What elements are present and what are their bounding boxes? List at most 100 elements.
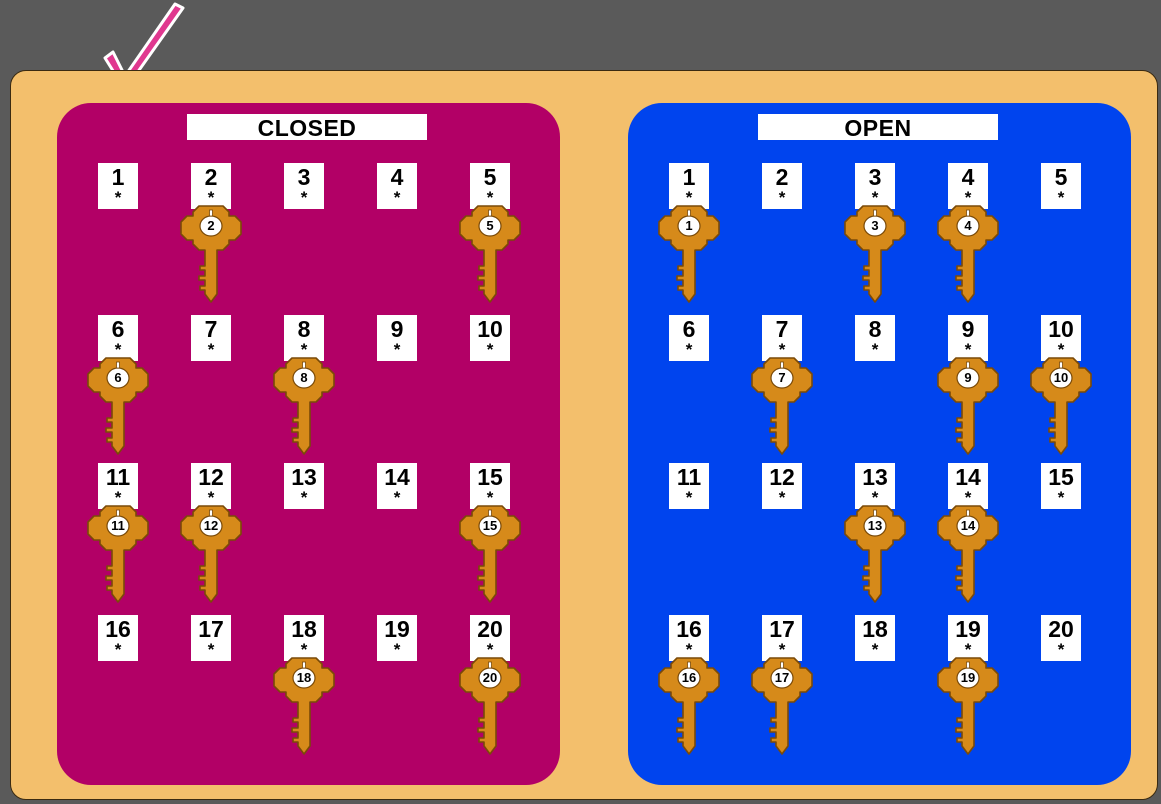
hook-marker: * bbox=[191, 344, 231, 356]
hook-marker: * bbox=[1041, 644, 1081, 656]
hook-marker: * bbox=[855, 344, 895, 356]
key-icon[interactable]: 15 bbox=[458, 504, 522, 604]
key-icon[interactable]: 11 bbox=[86, 504, 150, 604]
hook-number: 6 bbox=[669, 315, 709, 342]
key-icon[interactable]: 1 bbox=[657, 204, 721, 304]
hook-4[interactable]: 4* bbox=[948, 163, 988, 209]
hook-7[interactable]: 7* bbox=[191, 315, 231, 361]
hook-number: 19 bbox=[377, 615, 417, 642]
hook-8[interactable]: 8* bbox=[284, 315, 324, 361]
hook-17[interactable]: 17* bbox=[191, 615, 231, 661]
key-icon[interactable]: 4 bbox=[936, 204, 1000, 304]
key-number: 14 bbox=[936, 519, 1000, 533]
hook-20[interactable]: 20 * bbox=[1041, 615, 1081, 661]
hook-marker: * bbox=[948, 192, 988, 204]
key-icon[interactable]: 19 bbox=[936, 656, 1000, 756]
hook-9[interactable]: 9* bbox=[377, 315, 417, 361]
hook-18[interactable]: 18* bbox=[855, 615, 895, 661]
hook-marker: * bbox=[377, 492, 417, 504]
key-icon[interactable]: 20 bbox=[458, 656, 522, 756]
hook-2[interactable]: 2* bbox=[762, 163, 802, 209]
hook-5[interactable]: 5* bbox=[1041, 163, 1081, 209]
hook-8[interactable]: 8* bbox=[855, 315, 895, 361]
hook-7[interactable]: 7* bbox=[762, 315, 802, 361]
hook-9[interactable]: 9* bbox=[948, 315, 988, 361]
key-number: 15 bbox=[458, 519, 522, 533]
hook-3[interactable]: 3* bbox=[855, 163, 895, 209]
hook-15[interactable]: 15* bbox=[1041, 463, 1081, 509]
hook-number: 20 bbox=[1041, 615, 1081, 642]
key-icon[interactable]: 17 bbox=[750, 656, 814, 756]
hook-10[interactable]: 10 * bbox=[470, 315, 510, 361]
hook-12[interactable]: 12* bbox=[191, 463, 231, 509]
hook-2[interactable]: 2* bbox=[191, 163, 231, 209]
key-icon[interactable]: 8 bbox=[272, 356, 336, 456]
hook-19[interactable]: 19* bbox=[377, 615, 417, 661]
hook-17[interactable]: 17* bbox=[762, 615, 802, 661]
hook-10[interactable]: 10* bbox=[1041, 315, 1081, 361]
hook-marker: * bbox=[1041, 492, 1081, 504]
hook-number: 4 bbox=[377, 163, 417, 190]
hook-number: 14 bbox=[948, 463, 988, 490]
key-icon[interactable]: 2 bbox=[179, 204, 243, 304]
key-icon[interactable]: 3 bbox=[843, 204, 907, 304]
key-icon[interactable]: 5 bbox=[458, 204, 522, 304]
hook-number: 19 bbox=[948, 615, 988, 642]
hook-11[interactable]: 11* bbox=[669, 463, 709, 509]
hook-1[interactable]: 1* bbox=[98, 163, 138, 209]
key-number: 4 bbox=[936, 219, 1000, 233]
key-icon[interactable]: 18 bbox=[272, 656, 336, 756]
hook-15[interactable]: 15* bbox=[470, 463, 510, 509]
key-icon[interactable]: 6 bbox=[86, 356, 150, 456]
hook-marker: * bbox=[98, 344, 138, 356]
hook-number: 15 bbox=[470, 463, 510, 490]
key-icon[interactable]: 13 bbox=[843, 504, 907, 604]
hook-13[interactable]: 13* bbox=[855, 463, 895, 509]
key-number: 17 bbox=[750, 671, 814, 685]
hook-6[interactable]: 6* bbox=[669, 315, 709, 361]
hook-number: 16 bbox=[669, 615, 709, 642]
hook-12[interactable]: 12* bbox=[762, 463, 802, 509]
key-icon[interactable]: 10 bbox=[1029, 356, 1093, 456]
hook-13[interactable]: 13* bbox=[284, 463, 324, 509]
key-number: 18 bbox=[272, 671, 336, 685]
hook-3[interactable]: 3* bbox=[284, 163, 324, 209]
hook-11[interactable]: 11* bbox=[98, 463, 138, 509]
hook-number: 3 bbox=[855, 163, 895, 190]
key-icon[interactable]: 9 bbox=[936, 356, 1000, 456]
key-icon[interactable]: 7 bbox=[750, 356, 814, 456]
hook-6[interactable]: 6* bbox=[98, 315, 138, 361]
hook-20[interactable]: 20* bbox=[470, 615, 510, 661]
hook-4[interactable]: 4* bbox=[377, 163, 417, 209]
hook-number: 17 bbox=[191, 615, 231, 642]
key-number: 12 bbox=[179, 519, 243, 533]
key-icon[interactable]: 14 bbox=[936, 504, 1000, 604]
hook-5[interactable]: 5* bbox=[470, 163, 510, 209]
hook-number: 11 bbox=[98, 463, 138, 490]
hook-19[interactable]: 19* bbox=[948, 615, 988, 661]
hook-marker: * bbox=[669, 344, 709, 356]
hook-number: 7 bbox=[191, 315, 231, 342]
hook-number: 1 bbox=[98, 163, 138, 190]
key-icon[interactable]: 16 bbox=[657, 656, 721, 756]
hook-marker: * bbox=[284, 644, 324, 656]
hook-number: 9 bbox=[377, 315, 417, 342]
hook-16[interactable]: 16 * bbox=[669, 615, 709, 661]
hook-marker: * bbox=[470, 344, 510, 356]
hook-marker: * bbox=[669, 192, 709, 204]
hook-number: 10 bbox=[470, 315, 510, 342]
hook-16[interactable]: 16* bbox=[98, 615, 138, 661]
hook-1[interactable]: 1* bbox=[669, 163, 709, 209]
hook-number: 5 bbox=[1041, 163, 1081, 190]
hook-number: 13 bbox=[855, 463, 895, 490]
hook-marker: * bbox=[1041, 344, 1081, 356]
hook-number: 14 bbox=[377, 463, 417, 490]
hook-marker: * bbox=[669, 644, 709, 656]
key-icon[interactable]: 12 bbox=[179, 504, 243, 604]
hook-18[interactable]: 18 * bbox=[284, 615, 324, 661]
hook-number: 18 bbox=[284, 615, 324, 642]
hook-marker: * bbox=[470, 644, 510, 656]
hook-14[interactable]: 14 * bbox=[377, 463, 417, 509]
hook-14[interactable]: 14* bbox=[948, 463, 988, 509]
key-number: 7 bbox=[750, 371, 814, 385]
